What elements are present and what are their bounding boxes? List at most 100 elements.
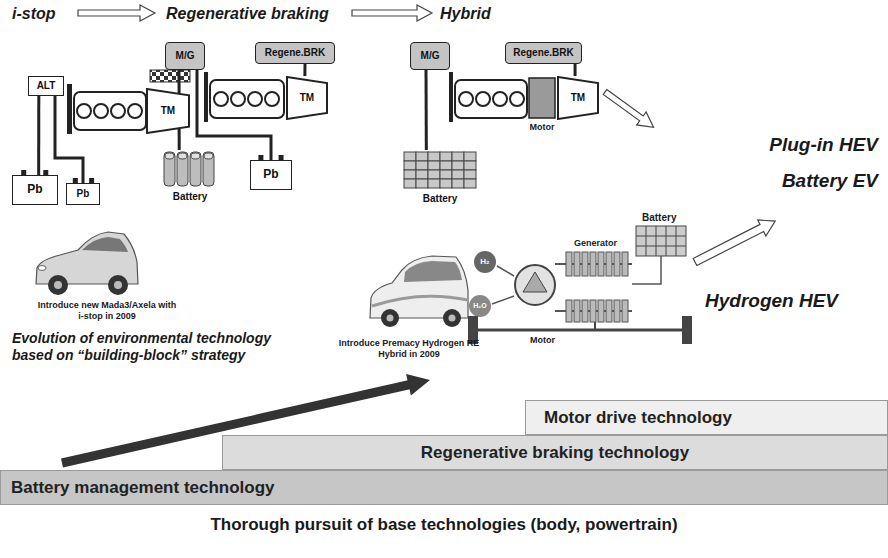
hydrogen-powertrain xyxy=(606,252,612,276)
part-name: Generator xyxy=(574,238,617,249)
hydrogen-powertrain xyxy=(582,300,588,322)
battery-terminal xyxy=(21,170,26,175)
stage-heading: Regenerative braking xyxy=(166,4,329,23)
battery-cell xyxy=(428,179,440,188)
transmission-outline xyxy=(558,77,598,119)
battery-cell xyxy=(440,179,452,188)
node-label: M/G xyxy=(421,50,440,62)
engine-block xyxy=(265,92,279,106)
technology-band: Battery management technology xyxy=(0,470,888,505)
battery-cell xyxy=(428,152,440,161)
battery-terminal xyxy=(66,177,100,183)
future-stage: Battery EV xyxy=(782,170,878,193)
lead-battery: Pb xyxy=(250,160,292,190)
hydrogen-car-illustration xyxy=(449,315,456,322)
node-label: Pb xyxy=(77,188,90,200)
car-illustration xyxy=(54,281,62,289)
battery-cell xyxy=(177,152,188,186)
node-label: M/G xyxy=(176,50,195,62)
hydrogen-powertrain xyxy=(476,329,684,332)
battery-cell xyxy=(404,179,416,188)
hydrogen-powertrain xyxy=(566,252,572,276)
engine-block xyxy=(476,92,490,106)
node-label: Regenerative braking technology xyxy=(421,443,689,463)
node-label: Regene.BRK xyxy=(265,47,326,59)
battery-cell xyxy=(164,152,175,186)
battery-terminal xyxy=(43,170,48,175)
hydrogen-powertrain xyxy=(492,296,514,304)
wire xyxy=(55,96,83,183)
hydrogen-car-illustration xyxy=(370,256,468,318)
hydrogen-powertrain xyxy=(574,300,580,322)
hydrogen-powertrain xyxy=(469,295,491,317)
battery-pack: Battery xyxy=(402,150,478,205)
hydrogen-powertrain xyxy=(632,256,661,284)
car-illustration xyxy=(48,275,68,295)
node-label: Battery management technology xyxy=(11,478,275,498)
battery-cell xyxy=(190,152,201,186)
future-stage: Plug-in HEV xyxy=(769,134,878,157)
node-label: Motor drive technology xyxy=(544,408,732,428)
battery-terminal xyxy=(250,154,292,160)
engine-block xyxy=(510,92,524,106)
engine-block xyxy=(493,92,507,106)
motor-generator-box: M/G xyxy=(410,42,450,70)
hydrogen-powertrain xyxy=(590,252,596,276)
checkered-flag xyxy=(150,70,190,82)
transmission-shape: TM xyxy=(146,88,190,134)
pulley-plate xyxy=(449,72,453,122)
engine-block xyxy=(214,92,228,106)
car-illustration xyxy=(38,266,46,271)
pulley-plate xyxy=(204,72,208,122)
battery-cell xyxy=(440,161,452,170)
hydrogen-powertrain xyxy=(598,300,604,322)
battery-cell xyxy=(165,153,174,159)
battery-cell xyxy=(416,170,428,179)
alternator-box: ALT xyxy=(28,76,64,96)
motor-generator-box: M/G xyxy=(165,42,205,70)
hydrogen-powertrain xyxy=(598,252,604,276)
wire xyxy=(197,70,271,160)
hydrogen-powertrain xyxy=(614,252,620,276)
engine-block xyxy=(111,104,125,118)
car-illustration xyxy=(36,232,138,295)
node-label: Pb xyxy=(27,183,42,197)
battery-terminal xyxy=(12,169,58,175)
battery-cells xyxy=(160,150,220,188)
pulley-plate xyxy=(67,84,72,134)
hydrogen-car-illustration xyxy=(381,309,399,327)
battery-cell xyxy=(452,161,464,170)
battery-terminal xyxy=(72,178,77,183)
regen-brake-box: Regene.BRK xyxy=(255,42,335,64)
strategy-note: Evolution of environmental technology ba… xyxy=(12,330,277,364)
transmission-shape: TM xyxy=(557,76,599,120)
hydrogen-powertrain xyxy=(622,252,628,276)
battery-cell xyxy=(404,152,416,161)
battery-cell xyxy=(404,170,416,179)
battery-cell xyxy=(464,161,476,170)
battery-cell xyxy=(404,161,416,170)
motor-block xyxy=(529,78,555,118)
battery-cell xyxy=(203,152,214,186)
engine-block xyxy=(248,92,262,106)
hydrogen-powertrain xyxy=(682,316,692,344)
photo-caption: Introduce new Mada3/Axela with i-stop in… xyxy=(36,300,178,322)
hydrogen-powertrain xyxy=(590,300,596,322)
chemical-symbol: H₂ xyxy=(480,257,489,267)
chemical-symbol: H₂O xyxy=(473,302,487,310)
regen-brake-box: Regene.BRK xyxy=(505,42,582,64)
engine-block xyxy=(455,80,527,118)
hydrogen-powertrain xyxy=(636,236,686,237)
hydrogen-powertrain xyxy=(646,226,647,256)
hollow-arrow xyxy=(600,86,658,134)
hydrogen-car-illustration xyxy=(443,309,461,327)
hollow-arrow xyxy=(352,5,432,21)
hydrogen-powertrain xyxy=(468,226,692,344)
engine-block xyxy=(77,104,91,118)
battery-cell xyxy=(464,170,476,179)
hydrogen-powertrain xyxy=(566,300,572,322)
hollow-arrow xyxy=(691,213,779,270)
technology-band: Regenerative braking technology xyxy=(222,435,888,470)
